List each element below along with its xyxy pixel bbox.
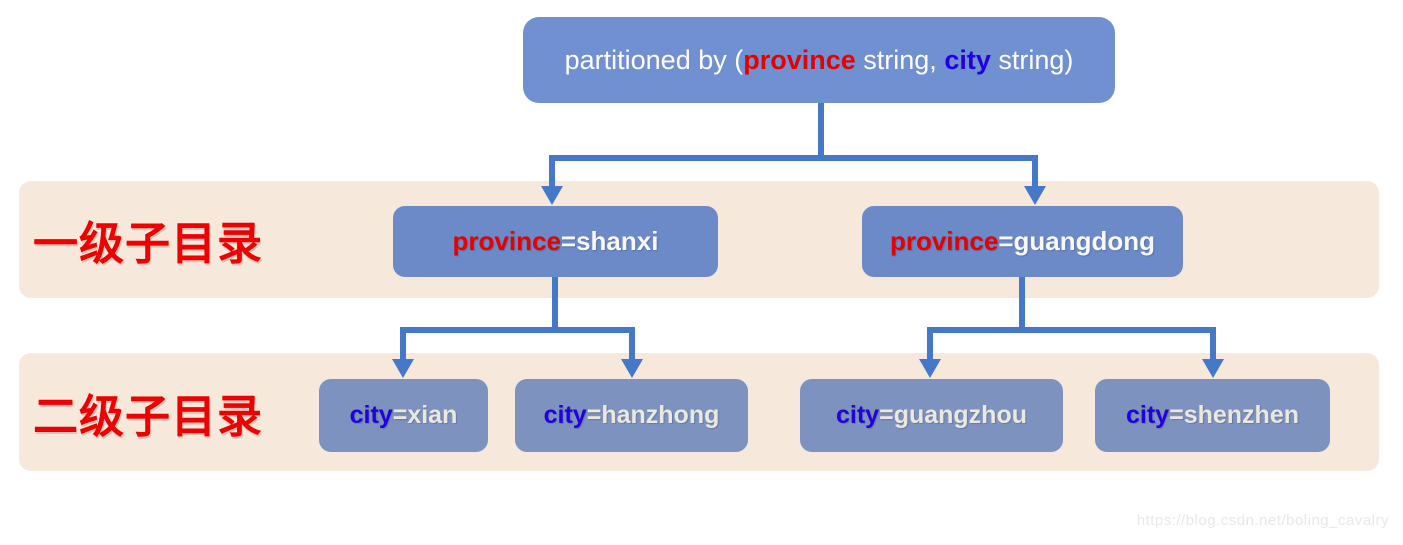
node-partitioned-by: partitioned by (province string, city st… (523, 17, 1115, 103)
root-text-prefix: partitioned by ( (564, 44, 744, 75)
node-value: hanzhong (601, 401, 720, 429)
node-key: province (889, 226, 999, 256)
equals-sign: = (560, 226, 577, 256)
root-key-province: province (743, 44, 856, 75)
root-text-suffix: string) (990, 44, 1074, 75)
node-city-xian: city=xian (319, 379, 488, 452)
node-key: province (452, 226, 561, 256)
level-1-label-text: 一级子目录 (33, 218, 264, 269)
watermark-url: https://blog.csdn.net/boling_cavalry (1136, 512, 1389, 529)
node-value: xian (407, 401, 458, 429)
equals-sign: = (392, 401, 408, 429)
equals-sign: = (998, 226, 1014, 256)
root-key-city: city (944, 44, 991, 75)
node-key: city (543, 401, 587, 429)
node-province-guangdong: province=guangdong (862, 206, 1183, 277)
level-2-label: 二级子目录 (33, 353, 263, 471)
node-value: guangzhou (893, 401, 1027, 429)
node-value: shenzhen (1183, 401, 1299, 429)
node-city-hanzhong: city=hanzhong (515, 379, 748, 452)
root-text-sep: string, (855, 44, 945, 75)
equals-sign: = (586, 401, 602, 429)
level-1-label: 一级子目录 (33, 181, 263, 298)
node-key: city (1126, 401, 1170, 429)
node-key: city (835, 401, 880, 429)
node-key: city (349, 401, 393, 429)
equals-sign: = (879, 401, 894, 429)
node-city-guangzhou: city=guangzhou (800, 379, 1063, 452)
node-province-shanxi: province=shanxi (393, 206, 718, 277)
equals-sign: = (1169, 401, 1184, 429)
node-value: guangdong (1013, 226, 1156, 256)
node-city-shenzhen: city=shenzhen (1095, 379, 1330, 452)
level-2-label-text: 二级子目录 (33, 390, 264, 442)
node-value: shanxi (576, 226, 659, 256)
